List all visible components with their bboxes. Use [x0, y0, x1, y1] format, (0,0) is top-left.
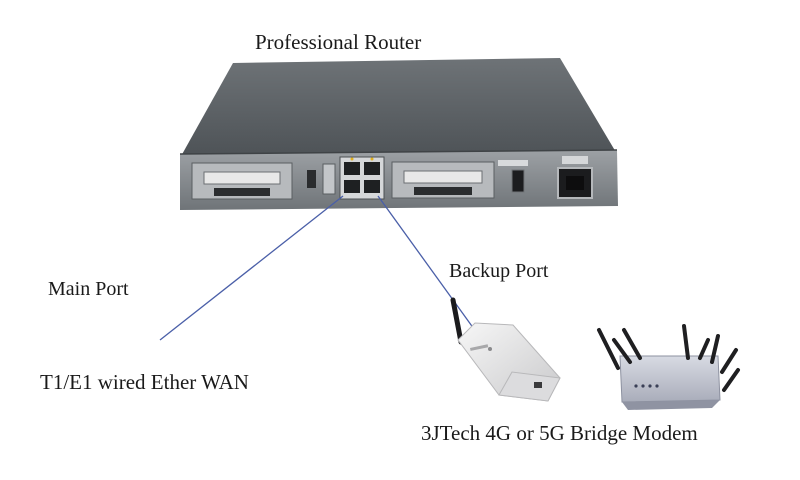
router-top	[180, 58, 617, 158]
backup-port-label: Backup Port	[449, 260, 549, 282]
main-port-label: Main Port	[48, 278, 129, 300]
router-ethernet-ports	[339, 156, 385, 200]
router-title: Professional Router	[255, 30, 422, 54]
bridge-modem-antennas	[597, 324, 740, 392]
backup-modem-image	[450, 297, 561, 402]
router-power-switch	[511, 169, 525, 193]
backup-port-cable	[377, 195, 488, 348]
wan-label: T1/E1 wired Ether WAN	[40, 370, 249, 394]
bridge-modem-image	[597, 324, 740, 410]
modem-label: 3JTech 4G or 5G Bridge Modem	[421, 421, 698, 445]
main-port-cable	[159, 195, 344, 341]
bridge-modem-body	[619, 355, 721, 403]
router-image	[179, 58, 618, 210]
router-aux-port	[307, 170, 316, 188]
